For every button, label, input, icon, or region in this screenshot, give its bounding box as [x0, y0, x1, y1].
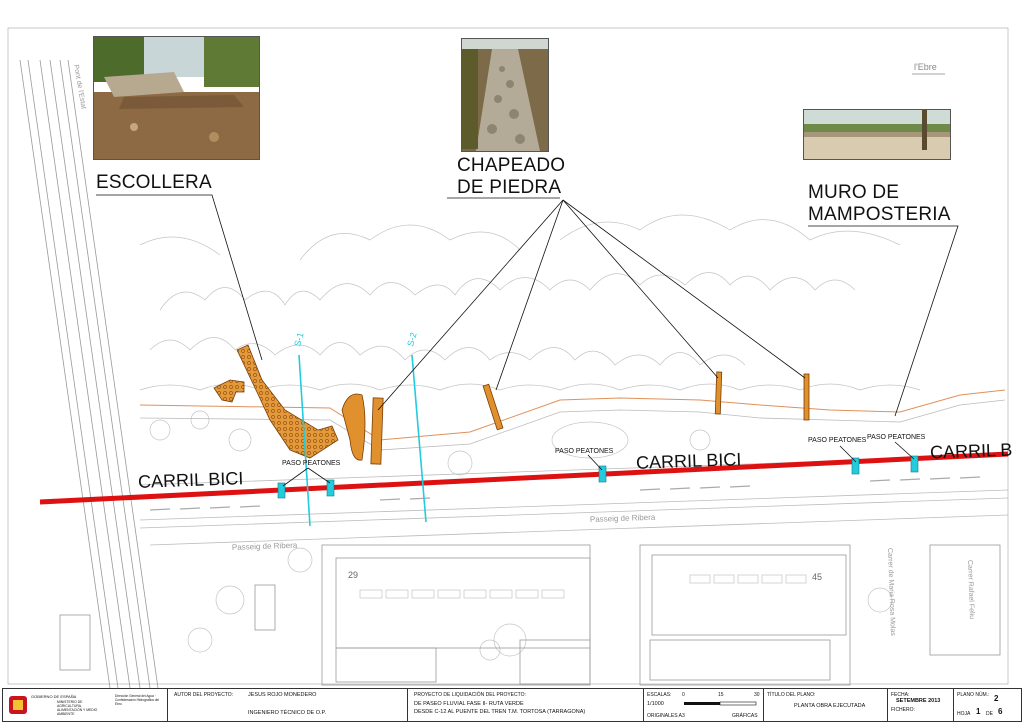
- chapeado-stone-strips: [341, 371, 810, 465]
- parking-dashes: [149, 476, 981, 511]
- street-passeig-ribera-2: Passeig de Ribera: [232, 541, 298, 552]
- graficas-label: GRÁFICAS: [732, 713, 758, 719]
- section-lines: [298, 354, 427, 527]
- fichero-label: FICHERO:: [891, 707, 915, 713]
- agency-line-2: MINISTERIO DE AGRICULTURA, ALIMENTACIÓN …: [57, 700, 98, 716]
- title-block-titulo: TÍTULO DEL PLANO: PLANTA OBRA EJECUTADA: [764, 689, 888, 721]
- block-number-45: 45: [812, 572, 822, 582]
- bike-lane: [39, 451, 1009, 505]
- de-value: 6: [998, 707, 1003, 716]
- callout-chapeado-line2: DE PIEDRA: [457, 177, 562, 198]
- callout-muro-line2: MAMPOSTERIA: [808, 204, 951, 225]
- title-block-proyecto: PROYECTO DE LIQUIDACIÓN DEL PROYECTO: DE…: [408, 689, 644, 721]
- autor-name: JESUS ROJO MONEDERO: [248, 692, 317, 698]
- title-block-fecha: FECHA: SETEMBRE 2013 FICHERO:: [888, 689, 954, 721]
- pedestrian-crossings: [277, 455, 919, 499]
- title-block-escalas: ESCALAS: 1/1000 ORIGINALES A3 GRÁFICAS 0…: [644, 689, 764, 721]
- paso-peatones-label-4: PASO PEATONES: [867, 434, 926, 441]
- originales-label: ORIGINALES A3: [647, 713, 685, 719]
- title-block-plano: PLANO NÚM.: 2 HOJA 1 DE 6: [954, 689, 1021, 721]
- scale-tick-15: 15: [718, 692, 724, 698]
- scale-tick-0: 0: [682, 692, 685, 698]
- carril-bici-label-1: CARRIL BICI: [137, 468, 244, 492]
- callout-muro-line1: MURO DE: [808, 182, 900, 203]
- leader-lines: [96, 194, 959, 487]
- building-windows: [359, 574, 807, 599]
- paso-peatones-label-2: PASO PEATONES: [555, 448, 614, 455]
- titulo-label: TÍTULO DEL PLANO:: [767, 692, 816, 698]
- titulo-value: PLANTA OBRA EJECUTADA: [794, 703, 866, 709]
- callout-muro: MURO DE MAMPOSTERIA: [808, 182, 951, 226]
- river-label: l'Ebre: [914, 62, 937, 72]
- callout-chapeado-line1: CHAPEADO: [457, 155, 566, 176]
- escalas-label: ESCALAS:: [647, 692, 672, 698]
- chapeado-photo: [461, 38, 549, 152]
- proyecto-line-1: DE PASEO FLUVIAL FASE II- RUTA VERDE: [414, 701, 524, 707]
- agency-right: Dirección General del Agua · Confederaci…: [115, 694, 159, 706]
- graphic-scale-bar: [684, 701, 757, 706]
- street-passeig-ribera-1: Passeig de Ribera: [590, 513, 656, 524]
- de-label: DE: [986, 711, 993, 717]
- proyecto-line-2: DESDE C-12 AL PUENTE DEL TREN T.M. TORTO…: [414, 709, 586, 715]
- hoja-label: HOJA: [957, 711, 971, 717]
- autor-title: INGENIERO TÉCNICO DE O.P.: [248, 710, 327, 716]
- street-carrer-maria: Carrer de Maria Rosa Molas: [886, 548, 896, 637]
- section-label-2: S-2: [405, 331, 418, 347]
- autor-label: AUTOR DEL PROYECTO:: [174, 692, 234, 698]
- plano-value: 2: [994, 694, 999, 703]
- paso-peatones-label-1: PASO PEATONES: [282, 460, 341, 467]
- title-block-autor: AUTOR DEL PROYECTO: JESUS ROJO MONEDERO …: [168, 689, 408, 721]
- carril-bici-label-2: CARRIL BICI: [635, 449, 742, 473]
- section-label-1: S-1: [292, 331, 305, 347]
- escollera-riprap: [213, 344, 339, 459]
- paso-peatones-label-3: PASO PEATONES: [808, 437, 867, 444]
- muro-photo: [803, 109, 951, 160]
- scale-tick-30: 30: [754, 692, 760, 698]
- agency-line-1: GOBIERNO DE ESPAÑA: [31, 694, 77, 699]
- path-edges: [139, 454, 1009, 546]
- vegetation-outlines: [139, 214, 921, 661]
- escollera-photo: [93, 36, 260, 160]
- plano-label: PLANO NÚM.:: [957, 692, 990, 698]
- street-carrer-right: Carrer Rafael Feliu: [966, 560, 975, 619]
- fecha-label: FECHA:: [891, 692, 910, 698]
- proyecto-label: PROYECTO DE LIQUIDACIÓN DEL PROYECTO:: [414, 692, 526, 698]
- escala-value: 1/1000: [647, 701, 664, 707]
- railway-lines: [19, 59, 159, 689]
- carril-bici-label-3: CARRIL B: [929, 439, 1013, 463]
- title-block: GOBIERNO DE ESPAÑA MINISTERIO DE AGRICUL…: [2, 688, 1022, 722]
- drawing-frame: [7, 27, 1009, 685]
- fecha-value: SETEMBRE 2013: [896, 698, 941, 704]
- callout-escollera: ESCOLLERA: [96, 172, 212, 193]
- title-block-agency: GOBIERNO DE ESPAÑA MINISTERIO DE AGRICUL…: [3, 689, 168, 721]
- callout-chapeado: CHAPEADO DE PIEDRA: [457, 155, 565, 199]
- building-blocks: [59, 544, 1001, 686]
- coat-of-arms-icon: [9, 696, 27, 714]
- block-number-29: 29: [348, 570, 358, 580]
- hoja-value: 1: [976, 707, 981, 716]
